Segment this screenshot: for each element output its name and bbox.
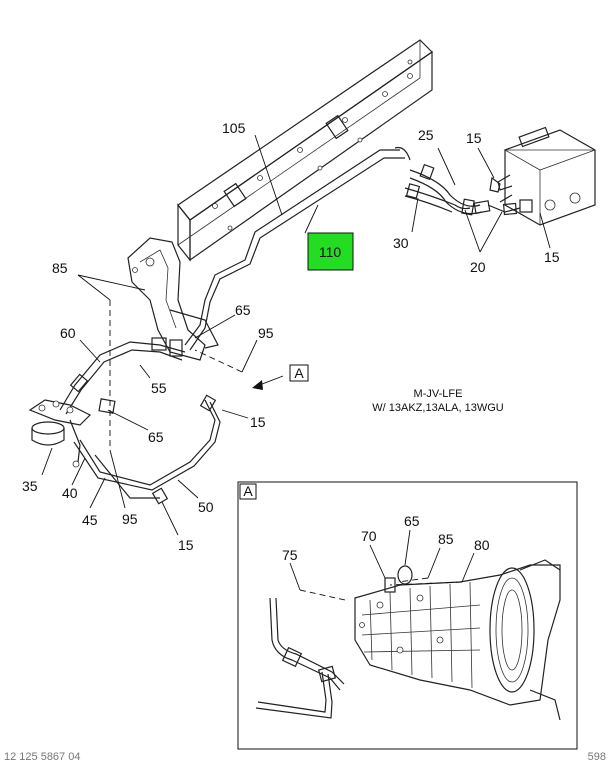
inset-lines (255, 597, 345, 719)
model-note-line1: M-JV-LFE (414, 388, 463, 400)
lower-lines (59, 337, 221, 505)
callout-15-top: 15 (466, 130, 482, 146)
callout-70: 70 (361, 528, 377, 544)
callout-30: 30 (393, 235, 409, 251)
callout-35: 35 (22, 478, 38, 494)
inset-label: A (243, 483, 253, 499)
callout-105: 105 (222, 120, 246, 136)
hose-assemblies (404, 163, 533, 216)
inset-label-box (239, 483, 257, 500)
callout-65-mid: 65 (148, 429, 164, 445)
model-note-line2: W/ 13AKZ,13ALA, 13WGU (372, 402, 503, 414)
transmission (354, 559, 561, 721)
callout-55: 55 (151, 380, 167, 396)
callout-65-top: 65 (235, 302, 251, 318)
filter-assembly (28, 399, 92, 468)
inset-view-a: A (237, 481, 578, 750)
callout-110[interactable]: 110 (319, 244, 342, 260)
leader-lines (41, 134, 551, 536)
footer-page: 598 (588, 751, 606, 761)
callout-40: 40 (62, 485, 78, 501)
crossmember-bracket (127, 237, 219, 361)
callout-75: 75 (282, 547, 298, 563)
callout-95-bottom: 95 (122, 511, 138, 527)
highlight-box-110[interactable] (307, 232, 354, 271)
callout-60: 60 (60, 325, 76, 341)
callout-85: 85 (52, 260, 68, 276)
callout-45: 45 (82, 512, 98, 528)
callout-50: 50 (198, 499, 214, 515)
frame-rail (177, 39, 433, 262)
callout-15-mid: 15 (250, 414, 266, 430)
callout-15-bottom: 15 (178, 537, 194, 553)
callout-25: 25 (418, 127, 434, 143)
callout-95-top: 95 (258, 325, 274, 341)
callout-20: 20 (470, 259, 486, 275)
callout-85-inset: 85 (438, 531, 454, 547)
callout-80: 80 (474, 537, 490, 553)
view-a-marker (289, 364, 309, 382)
oil-cooler (497, 126, 596, 226)
view-a-marker-label: A (294, 365, 304, 381)
cooler-line-105 (184, 146, 411, 351)
callout-65-inset: 65 (404, 513, 420, 529)
callout-15-right: 15 (544, 249, 560, 265)
inset-frame (237, 481, 578, 750)
footer-reference: 12 125 5867 04 (4, 751, 80, 761)
